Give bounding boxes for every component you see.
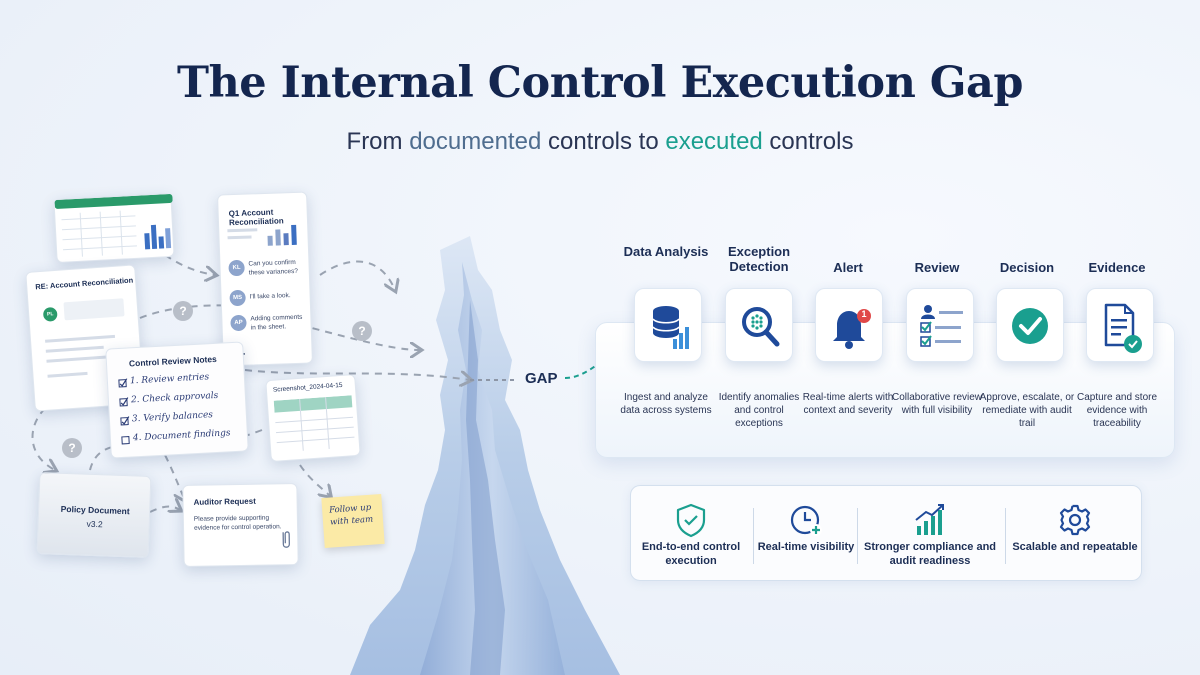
subtitle-documented: documented [409, 128, 542, 155]
chat-message-3: Adding comments in the sheet. [250, 313, 303, 332]
gap-label: GAP [525, 370, 558, 387]
notes-item-1: 1. Review entries [129, 372, 210, 387]
control-review-notes-card: Control Review Notes 1. Review entries 2… [105, 341, 249, 459]
question-mark-3: ? [68, 441, 75, 455]
step-desc-alert: Real-time alerts with context and severi… [802, 392, 894, 416]
magnifier-icon [742, 307, 780, 347]
sticky-note-text: Follow up with team [328, 502, 374, 528]
policy-title: Policy Document [60, 503, 130, 517]
step-label-data-analysis: Data Analysis [623, 244, 709, 259]
gear-icon [1059, 504, 1091, 536]
benefit-label-3: Stronger compliance and audit readiness [863, 541, 997, 567]
database-chart-icon [652, 306, 689, 349]
screenshot-table-graphic [273, 395, 355, 451]
step-desc-data-analysis: Ingest and analyze data across systems [620, 392, 712, 416]
shield-check-icon [676, 503, 706, 538]
email-card: RE: Account Reconciliation PL [25, 264, 145, 412]
benefit-label-2: Real-time visibility [757, 541, 855, 553]
chat-message-2: I'll take a look. [249, 292, 291, 301]
benefit-compliance: Stronger compliance and audit readiness [859, 486, 1001, 582]
step-exception-detection [725, 288, 793, 362]
sticky-note: Follow up with team [321, 493, 385, 549]
subtitle-middle: controls to [541, 128, 666, 155]
paperclip-icon [282, 531, 290, 548]
step-label-exception-detection: Exception Detection [727, 244, 791, 275]
benefits-panel: End-to-end control execution Real-time v… [630, 485, 1142, 581]
check-circle-icon [1012, 308, 1048, 344]
bell-icon [833, 309, 871, 349]
chat-bar-chart-icon [227, 224, 297, 246]
step-label-decision: Decision [999, 260, 1055, 275]
step-desc-exception-detection: Identify anomalies and control exception… [718, 392, 800, 429]
screenshot-title: Screenshot_2024-04-15 [272, 381, 343, 394]
benefit-end-to-end: End-to-end control execution [631, 486, 751, 582]
auditor-title: Auditor Request [193, 496, 256, 507]
step-evidence [1086, 288, 1154, 362]
chat-avatar-kl: KL [228, 259, 245, 277]
chat-avatar-ms: MS [229, 289, 246, 307]
notes-checkbox-icons [118, 378, 130, 445]
policy-document-folder: Policy Document v3.2 [36, 472, 152, 558]
step-data-analysis [634, 288, 702, 362]
subtitle-executed: executed [665, 128, 763, 155]
notes-item-2: 2. Check approvals [130, 390, 219, 406]
benefit-divider-1 [753, 508, 754, 564]
spreadsheet-window [53, 192, 175, 264]
benefit-label-1: End-to-end control execution [641, 541, 741, 567]
benefit-divider-3 [1005, 508, 1006, 564]
step-label-review: Review [914, 260, 960, 275]
clock-plus-icon [790, 505, 822, 536]
step-decision [996, 288, 1064, 362]
chat-message-1: Can you confirm these variances? [248, 258, 299, 277]
benefit-label-4: Scalable and repeatable [1012, 541, 1138, 553]
step-label-alert: Alert [833, 260, 863, 275]
subtitle-prefix: From [346, 128, 410, 155]
step-desc-evidence: Capture and store evidence with traceabi… [1076, 392, 1158, 429]
auditor-request-card: Auditor Request Please provide supportin… [182, 483, 299, 567]
page-title: The Internal Control Execution Gap [177, 58, 1023, 108]
notes-item-4: 4. Document findings [132, 428, 231, 444]
step-label-evidence: Evidence [1088, 260, 1146, 275]
notes-item-3: 3. Verify balances [131, 410, 214, 425]
screenshot-window: Screenshot_2024-04-15 [265, 373, 361, 463]
spreadsheet-graphic [54, 194, 173, 257]
auditor-text: Please provide supporting evidence for c… [193, 514, 282, 532]
question-mark-2: ? [358, 324, 365, 338]
notes-title: Control Review Notes [128, 353, 218, 369]
question-mark-1: ? [179, 304, 186, 318]
email-card-title: RE: Account Reconciliation [34, 275, 134, 292]
benefit-real-time: Real-time visibility [755, 486, 857, 582]
benefit-divider-2 [857, 508, 858, 564]
policy-version: v3.2 [86, 518, 103, 530]
email-body-lines [45, 298, 125, 378]
benefit-scalable: Scalable and repeatable [1007, 486, 1143, 582]
checklist-icon [920, 305, 963, 347]
chat-card: Q1 Account Reconciliation KL Can you con… [217, 191, 313, 367]
subtitle-suffix: controls [762, 128, 854, 155]
growth-chart-icon [915, 504, 944, 535]
step-desc-review: Collaborative review with full visibilit… [891, 392, 983, 416]
alert-badge: 1 [861, 309, 867, 319]
step-desc-decision: Approve, escalate, or remediate with aud… [979, 392, 1075, 429]
chat-avatar-ap: AP [230, 314, 247, 332]
step-alert: 1 [815, 288, 883, 362]
step-review [906, 288, 974, 362]
page-subtitle: From documented controls to executed con… [0, 128, 1200, 156]
document-check-icon [1104, 303, 1142, 353]
